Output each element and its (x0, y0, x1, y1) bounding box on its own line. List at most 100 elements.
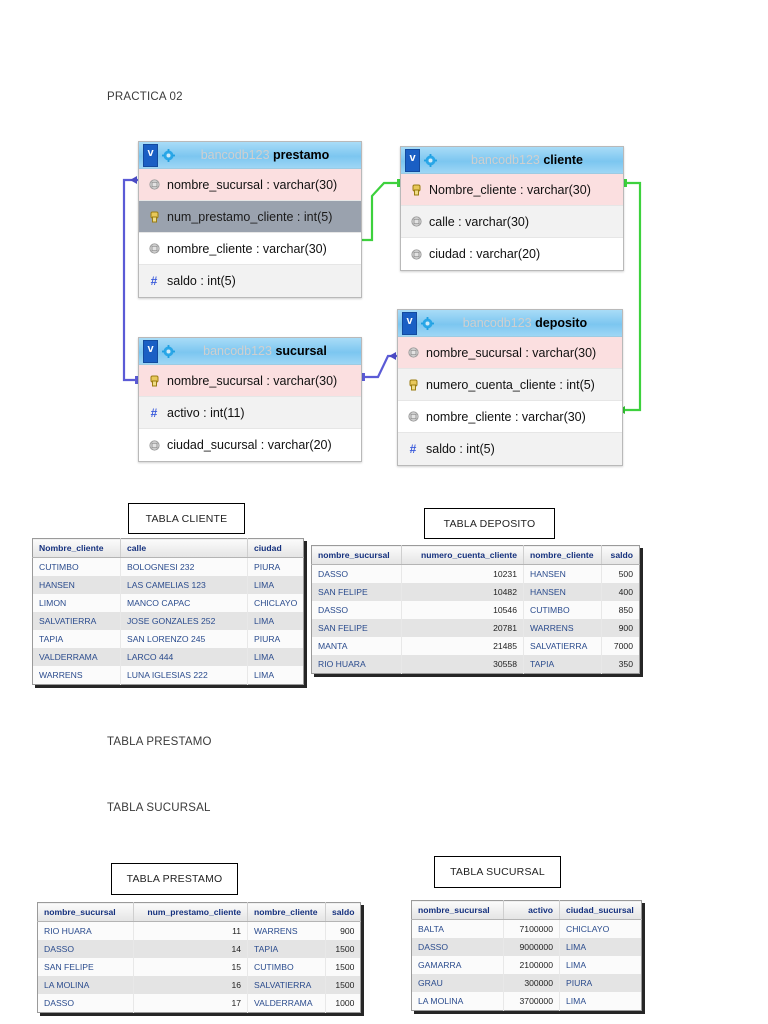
table-cell[interactable]: 500 (601, 564, 640, 583)
table-cell[interactable]: TAPIA (32, 630, 121, 648)
table-cell[interactable]: PIURA (247, 557, 304, 576)
column-header-num_prestamo_cliente[interactable]: num_prestamo_cliente (133, 902, 248, 922)
table-cell[interactable]: 350 (601, 655, 640, 674)
entity-field-row[interactable]: nombre_cliente : varchar(30) (139, 233, 361, 265)
table-cell[interactable]: 400 (601, 583, 640, 601)
table-cell[interactable]: TAPIA (247, 940, 326, 958)
table-cell[interactable]: SALVATIERRA (247, 976, 326, 994)
table-cell[interactable]: HANSEN (32, 576, 121, 594)
table-cell[interactable]: RIO HUARA (37, 921, 134, 940)
table-cell[interactable]: GRAU (411, 974, 504, 992)
table-cell[interactable]: 10546 (401, 601, 524, 619)
table-cell[interactable]: GAMARRA (411, 956, 504, 974)
table-cell[interactable]: WARRENS (247, 921, 326, 940)
table-cell[interactable]: LIMON (32, 594, 121, 612)
table-cell[interactable]: WARRENS (523, 619, 602, 637)
table-cell[interactable]: SALVATIERRA (32, 612, 121, 630)
table-cell[interactable]: RIO HUARA (311, 655, 402, 674)
table-cell[interactable]: 15 (133, 958, 248, 976)
table-cell[interactable]: HANSEN (523, 583, 602, 601)
table-cell[interactable]: 10231 (401, 564, 524, 583)
table-cell[interactable]: SAN FELIPE (311, 583, 402, 601)
table-cell[interactable]: PIURA (559, 974, 642, 992)
entity-field-row[interactable]: #saldo : int(5) (398, 433, 622, 465)
entity-field-row[interactable]: nombre_sucursal : varchar(30) (139, 169, 361, 201)
table-cell[interactable]: LA MOLINA (37, 976, 134, 994)
table-cell[interactable]: LARCO 444 (120, 648, 248, 666)
column-header-saldo[interactable]: saldo (601, 545, 640, 565)
table-cell[interactable]: DASSO (37, 994, 134, 1013)
column-header-nombre_sucursal[interactable]: nombre_sucursal (411, 900, 504, 920)
table-cell[interactable]: PIURA (247, 630, 304, 648)
table-cell[interactable]: DASSO (37, 940, 134, 958)
gear-icon[interactable] (162, 148, 175, 162)
table-cell[interactable]: 10482 (401, 583, 524, 601)
table-cell[interactable]: CHICLAYO (559, 919, 642, 938)
table-cell[interactable]: SAN LORENZO 245 (120, 630, 248, 648)
entity-field-row[interactable]: nombre_cliente : varchar(30) (398, 401, 622, 433)
table-cell[interactable]: 900 (325, 921, 361, 940)
table-cell[interactable]: DASSO (311, 564, 402, 583)
entity-field-row[interactable]: num_prestamo_cliente : int(5) (139, 201, 361, 233)
table-cell[interactable]: CHICLAYO (247, 594, 304, 612)
table-cell[interactable]: SAN FELIPE (311, 619, 402, 637)
column-header-nombre_sucursal[interactable]: nombre_sucursal (37, 902, 134, 922)
table-cell[interactable]: MANCO CAPAC (120, 594, 248, 612)
column-header-nombre_cliente[interactable]: nombre_cliente (247, 902, 326, 922)
table-cell[interactable]: 3700000 (503, 992, 560, 1011)
table-cell[interactable]: LIMA (247, 648, 304, 666)
table-cell[interactable]: 7000 (601, 637, 640, 655)
entity-field-row[interactable]: Nombre_cliente : varchar(30) (401, 174, 623, 206)
table-cell[interactable]: DASSO (311, 601, 402, 619)
table-cell[interactable]: 21485 (401, 637, 524, 655)
table-cell[interactable]: 11 (133, 921, 248, 940)
column-header-nombre_sucursal[interactable]: nombre_sucursal (311, 545, 402, 565)
table-cell[interactable]: 17 (133, 994, 248, 1013)
table-cell[interactable]: LIMA (247, 576, 304, 594)
column-header-numero_cuenta_cliente[interactable]: numero_cuenta_cliente (401, 545, 524, 565)
entity-field-row[interactable]: ciudad : varchar(20) (401, 238, 623, 270)
table-cell[interactable]: 30558 (401, 655, 524, 674)
table-cell[interactable]: 1000 (325, 994, 361, 1013)
gear-icon[interactable] (424, 153, 437, 167)
entity-field-row[interactable]: calle : varchar(30) (401, 206, 623, 238)
table-cell[interactable]: 900 (601, 619, 640, 637)
table-cell[interactable]: JOSE GONZALES 252 (120, 612, 248, 630)
table-cell[interactable]: MANTA (311, 637, 402, 655)
table-cell[interactable]: 850 (601, 601, 640, 619)
entity-field-row[interactable]: numero_cuenta_cliente : int(5) (398, 369, 622, 401)
table-cell[interactable]: LIMA (559, 938, 642, 956)
table-cell[interactable]: CUTIMBO (247, 958, 326, 976)
table-cell[interactable]: LAS CAMELIAS 123 (120, 576, 248, 594)
table-cell[interactable]: 1500 (325, 958, 361, 976)
column-header-saldo[interactable]: saldo (325, 902, 361, 922)
table-cell[interactable]: BALTA (411, 919, 504, 938)
table-cell[interactable]: WARRENS (32, 666, 121, 685)
entity-field-row[interactable]: nombre_sucursal : varchar(30) (139, 365, 361, 397)
table-cell[interactable]: VALDERRAMA (32, 648, 121, 666)
column-header-ciudad_sucursal[interactable]: ciudad_sucursal (559, 900, 642, 920)
gear-icon[interactable] (162, 344, 175, 358)
column-header-activo[interactable]: activo (503, 900, 560, 920)
table-cell[interactable]: LIMA (559, 992, 642, 1011)
table-cell[interactable]: 14 (133, 940, 248, 958)
table-cell[interactable]: CUTIMBO (523, 601, 602, 619)
